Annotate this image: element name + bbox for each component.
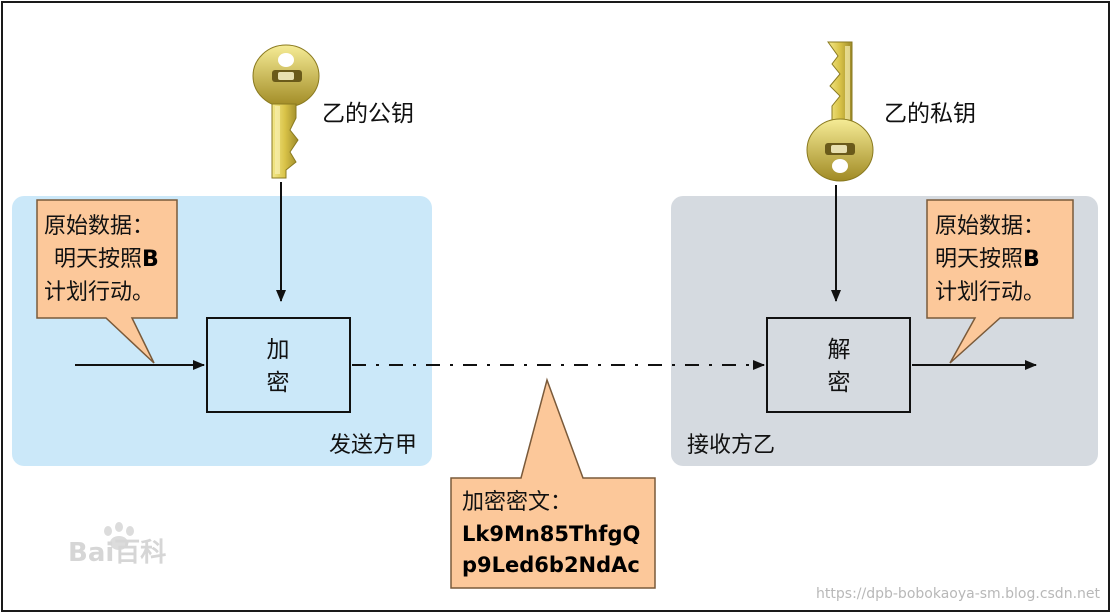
encrypt-box-char-2: 密 — [267, 370, 290, 396]
encrypt-box — [206, 317, 351, 413]
receiver-callout — [926, 199, 1074, 364]
receiver-callout-line-3: 计划行动。 — [935, 280, 1045, 305]
baidu-paw-icon — [104, 522, 134, 550]
ciphertext-callout — [450, 377, 656, 589]
sender-callout — [36, 199, 178, 364]
ciphertext-line-2: p9Led6b2NdAc — [462, 553, 640, 577]
encrypt-box-char-1: 加 — [267, 337, 290, 363]
ciphertext-line-1: Lk9Mn85ThfgQ — [462, 522, 640, 546]
sender-region-label: 发送方甲 — [329, 433, 417, 458]
sender-callout-line-2: 明天按照B — [54, 247, 159, 272]
private-key-label: 乙的私钥 — [884, 101, 976, 127]
receiver-callout-line-1: 原始数据： — [935, 214, 1045, 239]
public-key-icon — [252, 44, 320, 179]
private-key-icon — [806, 41, 874, 182]
sender-callout-line-1: 原始数据： — [44, 214, 154, 239]
source-url-watermark: https://dpb-bobokaoya-sm.blog.csdn.net — [816, 586, 1100, 602]
sender-callout-line-3: 计划行动。 — [44, 280, 154, 305]
decrypt-box-char-1: 解 — [828, 337, 851, 363]
public-key-label: 乙的公钥 — [322, 101, 414, 127]
receiver-region-label: 接收方乙 — [687, 433, 775, 458]
baidu-watermark: Bai百科 — [68, 538, 166, 568]
receiver-callout-line-2: 明天按照B — [935, 247, 1040, 272]
decrypt-box-char-2: 密 — [828, 370, 851, 396]
ciphertext-title: 加密密文： — [462, 490, 572, 515]
decrypt-box — [766, 317, 911, 413]
